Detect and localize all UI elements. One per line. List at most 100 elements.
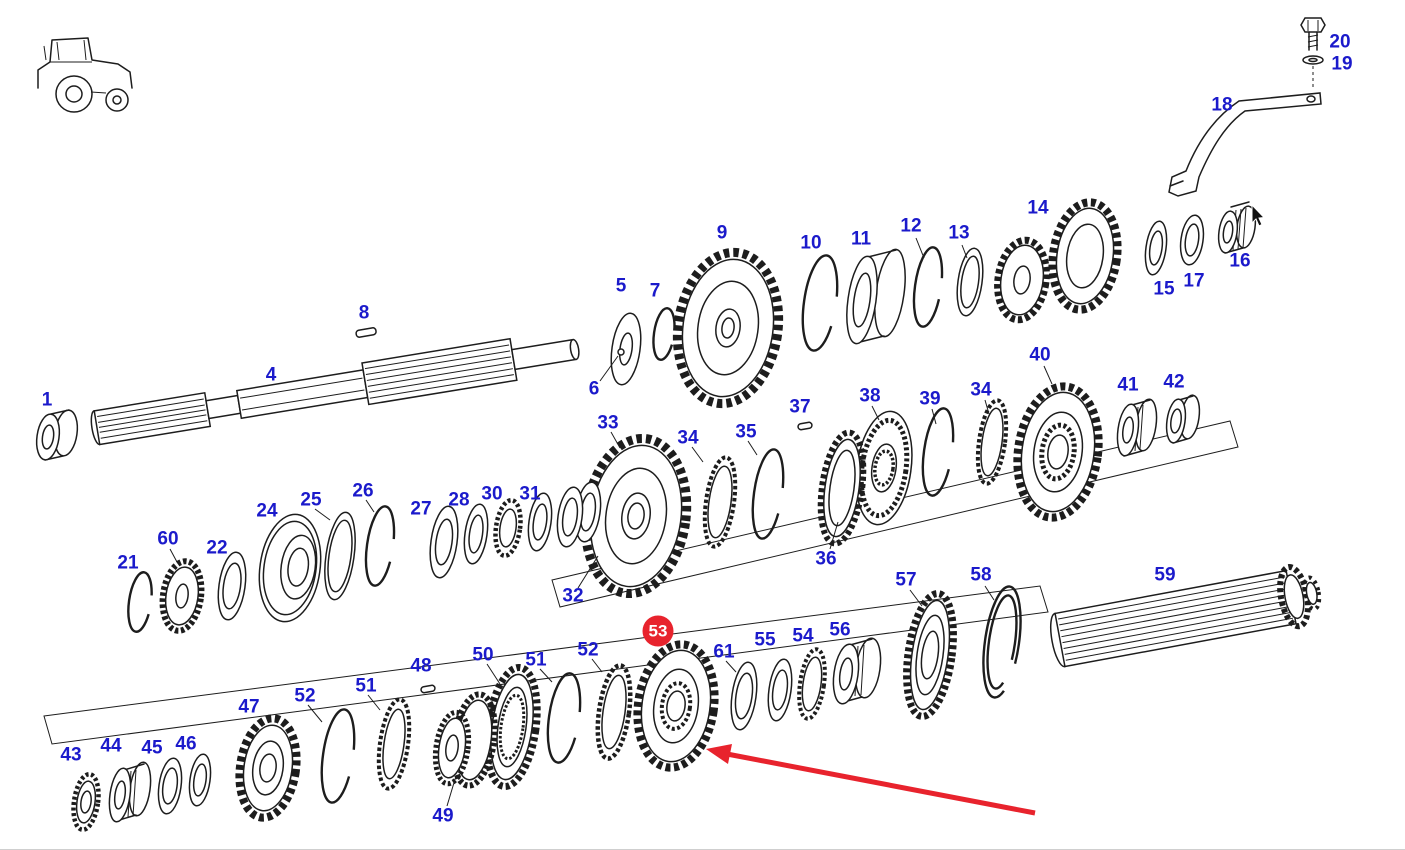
part-label-43[interactable]: 43 xyxy=(60,744,82,766)
part-label-53[interactable]: 53 xyxy=(642,615,674,647)
part-55-washer xyxy=(767,658,793,722)
part-label-13[interactable]: 13 xyxy=(948,222,970,244)
part-53-gear xyxy=(633,640,719,772)
part-13-ring xyxy=(956,244,984,317)
part-56-bearing xyxy=(832,637,882,705)
part-label-51[interactable]: 51 xyxy=(355,675,377,697)
part-label-25[interactable]: 25 xyxy=(300,489,322,511)
part-label-52[interactable]: 52 xyxy=(577,639,599,661)
part-1-bearing xyxy=(35,409,79,461)
part-label-31[interactable]: 31 xyxy=(519,483,541,505)
part-25-ring xyxy=(314,508,356,601)
part-label-42[interactable]: 42 xyxy=(1163,371,1185,393)
part-label-1[interactable]: 1 xyxy=(41,389,53,411)
part-label-45[interactable]: 45 xyxy=(141,737,163,759)
part-label-8[interactable]: 8 xyxy=(358,302,370,324)
part-36-sleeve xyxy=(817,429,867,550)
part-43-splined-washer xyxy=(71,771,101,833)
part-label-18[interactable]: 18 xyxy=(1211,94,1233,116)
part-label-47[interactable]: 47 xyxy=(238,696,260,718)
tractor-icon xyxy=(37,37,133,113)
part-label-59[interactable]: 59 xyxy=(1154,564,1176,586)
part-label-40[interactable]: 40 xyxy=(1029,344,1051,366)
part-label-52[interactable]: 52 xyxy=(294,685,316,707)
part-label-10[interactable]: 10 xyxy=(800,232,822,254)
part-57-drum xyxy=(903,589,957,720)
part-label-34[interactable]: 34 xyxy=(677,427,699,449)
part-38-hub xyxy=(855,405,913,526)
part-label-46[interactable]: 46 xyxy=(175,733,197,755)
part-label-60[interactable]: 60 xyxy=(157,528,179,550)
part-8-pin xyxy=(355,327,377,338)
part-label-48[interactable]: 48 xyxy=(410,655,432,677)
part-label-49[interactable]: 49 xyxy=(432,805,454,827)
part-label-38[interactable]: 38 xyxy=(859,385,881,407)
part-label-4[interactable]: 4 xyxy=(265,364,277,386)
part-label-22[interactable]: 22 xyxy=(206,537,228,559)
part-41-bearing xyxy=(1116,398,1158,457)
part-label-44[interactable]: 44 xyxy=(100,735,122,757)
part-label-26[interactable]: 26 xyxy=(352,480,374,502)
part-label-14[interactable]: 14 xyxy=(1027,197,1049,219)
part-label-17[interactable]: 17 xyxy=(1183,270,1205,292)
part-54-splined-ring xyxy=(797,647,827,721)
part-label-54[interactable]: 54 xyxy=(792,625,814,647)
part-label-12[interactable]: 12 xyxy=(900,215,922,237)
spacer-washers xyxy=(556,481,602,548)
part-label-58[interactable]: 58 xyxy=(970,564,992,586)
part-37-detent xyxy=(797,421,813,431)
part-61-ring xyxy=(725,660,758,731)
part-10-snap-ring xyxy=(801,254,839,352)
part-label-11[interactable]: 11 xyxy=(850,228,872,250)
part-label-32[interactable]: 32 xyxy=(562,585,584,607)
part-58-snap-ring xyxy=(982,585,1022,699)
part-label-33[interactable]: 33 xyxy=(597,412,619,434)
part-label-21[interactable]: 21 xyxy=(117,552,139,574)
part-30-splined-ring xyxy=(493,497,523,559)
part-5-washer xyxy=(610,312,642,386)
part-51-ring-a xyxy=(367,694,412,791)
part-20-bolt xyxy=(1300,17,1326,51)
part-11-drum xyxy=(846,248,906,345)
part-4-shaft xyxy=(90,337,580,446)
part-label-35[interactable]: 35 xyxy=(735,421,757,443)
part-49-gear-cluster xyxy=(432,691,498,807)
part-label-9[interactable]: 9 xyxy=(716,222,728,244)
part-label-41[interactable]: 41 xyxy=(1117,374,1139,396)
part-40-gear xyxy=(1013,365,1103,522)
part-label-7[interactable]: 7 xyxy=(649,280,661,302)
part-60-gear xyxy=(159,548,205,634)
part-label-30[interactable]: 30 xyxy=(481,483,503,505)
part-34-ring-a xyxy=(691,446,738,549)
part-label-37[interactable]: 37 xyxy=(789,396,811,418)
part-label-15[interactable]: 15 xyxy=(1153,278,1175,300)
part-label-36[interactable]: 36 xyxy=(815,548,837,570)
part-label-6[interactable]: 6 xyxy=(588,378,600,400)
part-label-57[interactable]: 57 xyxy=(895,569,917,591)
part-label-24[interactable]: 24 xyxy=(256,500,278,522)
part-label-55[interactable]: 55 xyxy=(754,629,776,651)
part-label-51[interactable]: 51 xyxy=(525,649,547,671)
part-6-pin xyxy=(599,348,625,382)
part-12-snap-ring xyxy=(912,237,944,328)
part-47-gear xyxy=(235,714,301,822)
part-label-34[interactable]: 34 xyxy=(970,379,992,401)
part-46-ring xyxy=(188,753,212,807)
part-label-19[interactable]: 19 xyxy=(1331,53,1353,75)
part-label-39[interactable]: 39 xyxy=(919,388,941,410)
part-52-ring-b xyxy=(591,658,633,761)
part-label-5[interactable]: 5 xyxy=(615,275,627,297)
part-label-61[interactable]: 61 xyxy=(713,641,735,663)
part-label-50[interactable]: 50 xyxy=(472,644,494,666)
part-33-gear xyxy=(577,431,692,599)
part-label-56[interactable]: 56 xyxy=(829,619,851,641)
part-label-27[interactable]: 27 xyxy=(410,498,432,520)
part-52-snap-ring-a xyxy=(307,704,356,804)
part-label-20[interactable]: 20 xyxy=(1329,31,1351,53)
part-22-ring xyxy=(217,551,247,621)
part-label-28[interactable]: 28 xyxy=(448,489,470,511)
axis-plane-bottom xyxy=(43,585,1049,745)
axis-plane-middle xyxy=(551,420,1239,608)
part-label-16[interactable]: 16 xyxy=(1229,250,1251,272)
part-19-washer xyxy=(1302,55,1324,90)
